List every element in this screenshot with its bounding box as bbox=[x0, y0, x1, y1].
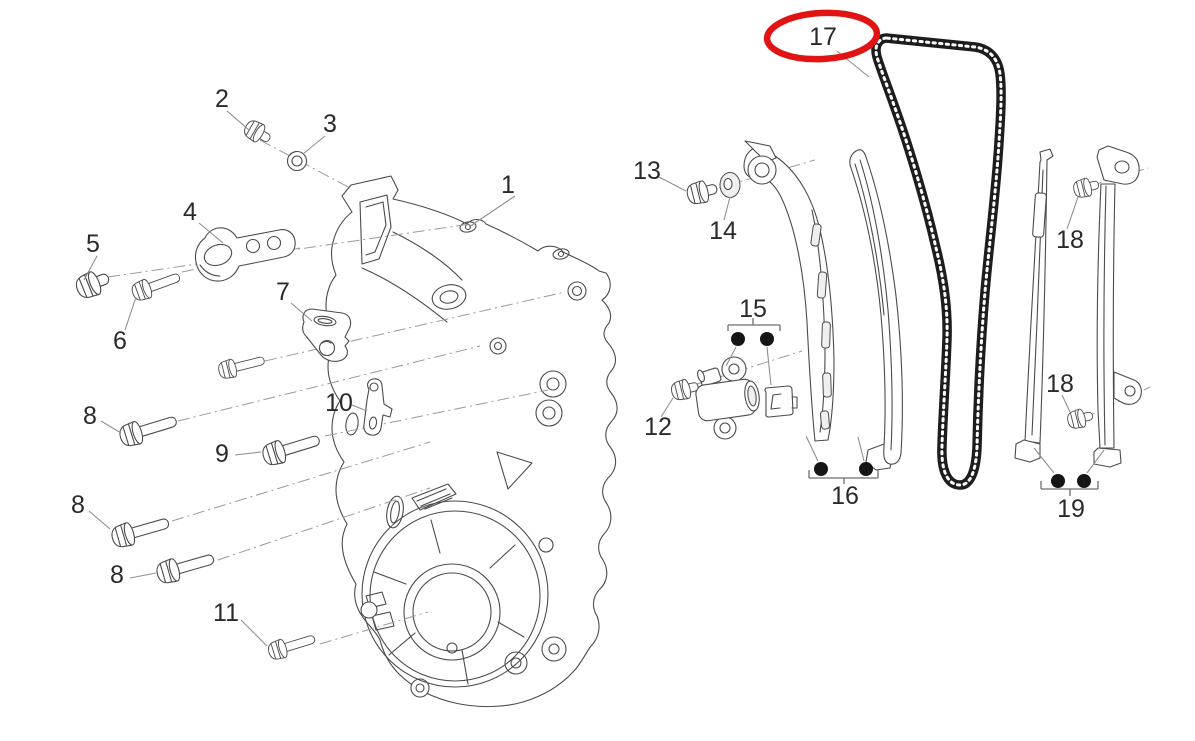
callout-4[interactable]: 4 bbox=[183, 198, 197, 226]
group-bracket-15 bbox=[725, 318, 781, 386]
group-bracket-16 bbox=[805, 435, 879, 484]
bolt-5 bbox=[72, 265, 114, 302]
callout-labels: 1 2 3 4 5 6 7 8 9 10 8 8 11 12 13 14 15 … bbox=[71, 23, 1085, 627]
callout-8-upper[interactable]: 8 bbox=[83, 402, 97, 430]
callout-12[interactable]: 12 bbox=[644, 413, 672, 441]
callout-11[interactable]: 11 bbox=[213, 599, 239, 627]
callout-16[interactable]: 16 bbox=[831, 482, 859, 510]
bracket-7 bbox=[302, 308, 352, 362]
guide-rail-right bbox=[1093, 145, 1142, 468]
tensioner-clip-15 bbox=[764, 385, 798, 418]
retainer-plate-10 bbox=[363, 378, 393, 436]
guide-rail-left bbox=[1014, 148, 1054, 463]
callout-10[interactable]: 10 bbox=[325, 389, 353, 417]
group-bracket-19 bbox=[1033, 447, 1105, 496]
bolt-8-upper bbox=[116, 409, 180, 450]
callout-8-lower[interactable]: 8 bbox=[110, 561, 124, 589]
callout-2[interactable]: 2 bbox=[215, 85, 229, 113]
bolt-12 bbox=[669, 376, 701, 403]
washer-3 bbox=[286, 150, 308, 172]
bolt-13 bbox=[684, 177, 720, 207]
bolt-8-middle bbox=[108, 511, 173, 551]
chain-tensioner-12-15 bbox=[695, 356, 760, 440]
bolt-2 bbox=[240, 117, 275, 149]
washer-14 bbox=[719, 172, 741, 198]
highlight-ellipse-17[interactable] bbox=[763, 9, 881, 63]
bolt-18-upper bbox=[1071, 175, 1102, 200]
callout-18-lower[interactable]: 18 bbox=[1046, 370, 1074, 398]
callout-3[interactable]: 3 bbox=[323, 110, 337, 138]
callout-6[interactable]: 6 bbox=[113, 327, 127, 355]
bolt-9 bbox=[259, 428, 323, 469]
callout-7[interactable]: 7 bbox=[276, 278, 290, 306]
fixed-chain-guide bbox=[849, 149, 903, 471]
callout-15[interactable]: 15 bbox=[739, 295, 767, 323]
callout-14[interactable]: 14 bbox=[709, 217, 737, 245]
callout-19[interactable]: 19 bbox=[1057, 495, 1085, 523]
bracket-4 bbox=[194, 227, 296, 282]
callout-5[interactable]: 5 bbox=[86, 230, 100, 258]
callout-9[interactable]: 9 bbox=[215, 440, 229, 468]
bolt-8-lower bbox=[153, 547, 218, 587]
bolt-for-bracket-7 bbox=[216, 350, 267, 381]
leader-lines bbox=[83, 50, 1079, 647]
timing-chain bbox=[871, 33, 1006, 490]
callout-18-upper[interactable]: 18 bbox=[1056, 226, 1084, 254]
bolt-18-lower bbox=[1065, 406, 1096, 431]
callout-13[interactable]: 13 bbox=[633, 157, 661, 185]
bolt-11 bbox=[265, 629, 318, 663]
callout-1[interactable]: 1 bbox=[501, 171, 515, 199]
callout-17-highlighted[interactable]: 17 bbox=[809, 23, 837, 51]
timing-cover bbox=[325, 175, 618, 708]
tensioner-arm-guide bbox=[743, 140, 835, 442]
callout-8-middle[interactable]: 8 bbox=[71, 491, 85, 519]
